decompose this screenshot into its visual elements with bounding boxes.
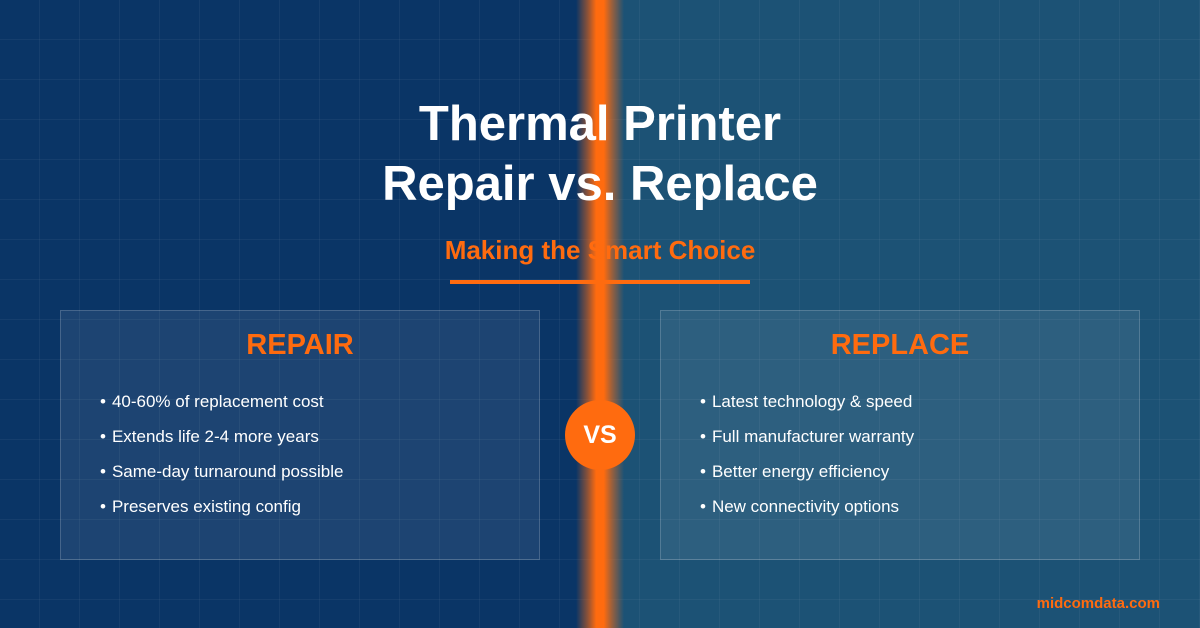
- title-line-1: Thermal Printer: [418, 97, 782, 151]
- bullet-icon: •: [100, 392, 106, 411]
- replace-card-title: REPLACE: [830, 329, 970, 361]
- bullet-icon: •: [700, 427, 706, 446]
- list-item: •Latest technology & speed: [700, 392, 913, 411]
- list-item: •Full manufacturer warranty: [700, 427, 915, 446]
- background-right-panel: [600, 0, 1200, 628]
- bullet-icon: •: [100, 497, 106, 516]
- title-line-2: Repair vs. Replace: [382, 157, 818, 211]
- repair-card-title: REPAIR: [246, 329, 354, 361]
- footer-website: midcomdata.com: [1036, 595, 1160, 612]
- background-left-panel: [0, 0, 600, 628]
- page-title: Thermal Printer Repair vs. Replace: [0, 94, 1200, 214]
- subtitle: Making the Smart Choice: [444, 235, 756, 265]
- bullet-icon: •: [700, 392, 706, 411]
- bullet-icon: •: [100, 427, 106, 446]
- replace-card: REPLACE •Latest technology & speed •Full…: [660, 310, 1140, 560]
- bullet-icon: •: [100, 462, 106, 481]
- list-item: •40-60% of replacement cost: [100, 392, 324, 411]
- list-item: •Extends life 2-4 more years: [100, 427, 319, 446]
- vs-badge: VS: [565, 400, 635, 470]
- center-divider-glow: [576, 0, 624, 628]
- repair-card: REPAIR •40-60% of replacement cost •Exte…: [60, 310, 540, 560]
- bullet-icon: •: [700, 497, 706, 516]
- bullet-icon: •: [700, 462, 706, 481]
- subtitle-underline: [450, 280, 750, 284]
- replace-benefits-list: •Latest technology & speed •Full manufac…: [700, 384, 914, 524]
- list-item: •Preserves existing config: [100, 497, 301, 516]
- list-item: •Same-day turnaround possible: [100, 462, 344, 481]
- list-item: •New connectivity options: [700, 497, 900, 516]
- list-item: •Better energy efficiency: [700, 462, 890, 481]
- repair-benefits-list: •40-60% of replacement cost •Extends lif…: [100, 384, 343, 524]
